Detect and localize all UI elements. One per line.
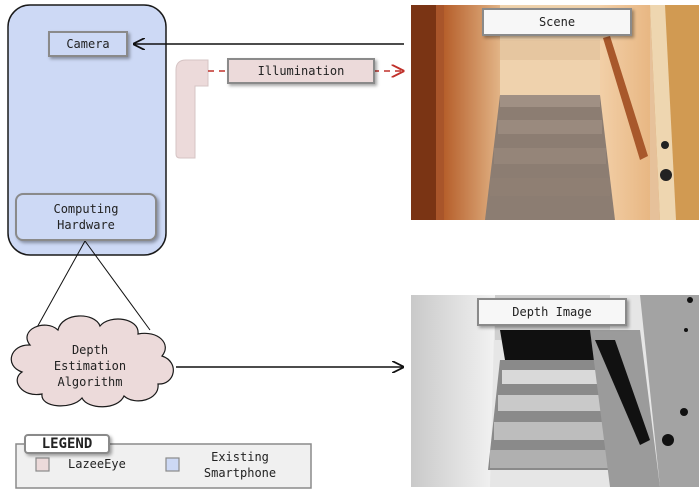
computing-link-left <box>29 240 86 341</box>
computing-link-right <box>84 240 151 331</box>
lazeeeye-attachment <box>175 59 209 159</box>
depth-image-label: Depth Image <box>512 305 592 319</box>
legend-title-box: LEGEND <box>24 434 110 454</box>
smartphone-body <box>7 4 167 256</box>
algorithm-cloud <box>10 315 174 408</box>
scene-label: Scene <box>538 15 576 29</box>
legend-swatch-lazeeeye <box>35 457 50 472</box>
scene-label-box: Scene <box>482 8 632 36</box>
computing-hardware-label: Computing Hardware <box>53 202 119 232</box>
legend-label-lazeeeye: LazeeEye <box>68 457 126 471</box>
camera-label: Camera <box>66 37 110 51</box>
computing-hardware-box: Computing Hardware <box>15 193 157 241</box>
legend-label-smartphone: Existing Smartphone <box>203 450 277 480</box>
camera-box: Camera <box>48 31 128 57</box>
legend-frame <box>15 443 312 489</box>
legend-swatch-smartphone <box>165 457 180 472</box>
illumination-box: Illumination <box>227 58 375 84</box>
legend-title: LEGEND <box>41 436 93 452</box>
depth-image-label-box: Depth Image <box>477 298 627 326</box>
algorithm-label: Depth Estimation Algorithm <box>53 343 127 389</box>
scene-photo <box>411 5 699 220</box>
illumination-label: Illumination <box>257 64 345 78</box>
